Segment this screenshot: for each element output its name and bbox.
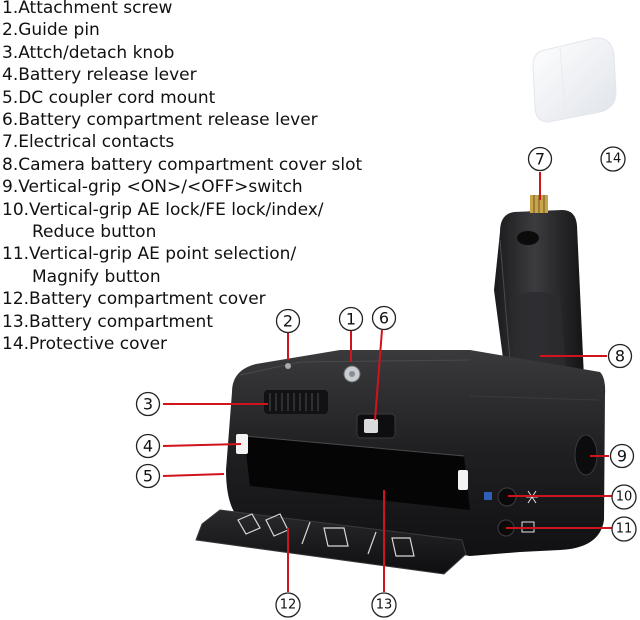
callout-14: 14 <box>600 146 626 172</box>
legend-item-13: 13.Battery compartment <box>2 311 213 332</box>
callout-11: 11 <box>611 516 637 542</box>
callout-label: 11 <box>616 522 633 537</box>
legend-item-5: 5.DC coupler cord mount <box>2 87 216 108</box>
legend-item-6: 6.Battery compartment release lever <box>2 110 318 131</box>
callout-13: 13 <box>371 592 397 618</box>
callout-3: 3 <box>135 391 161 417</box>
legend-item-7: 7.Electrical contacts <box>2 132 175 153</box>
battery-compartment <box>236 434 470 510</box>
callout-10: 10 <box>611 484 637 510</box>
callout-label: 10 <box>616 490 633 505</box>
battery-release-lever <box>236 434 248 454</box>
callout-6: 6 <box>371 305 397 331</box>
protective-cover <box>532 37 617 123</box>
legend-item-9: 9.Vertical-grip <ON>/<OFF>switch <box>2 177 303 198</box>
legend-item-2: 2.Guide pin <box>2 20 100 41</box>
legend-item-14: 14.Protective cover <box>2 334 168 355</box>
callout-label: 13 <box>376 598 393 613</box>
callout-label: 2 <box>283 312 293 331</box>
callout-4: 4 <box>135 433 161 459</box>
callout-label: 12 <box>280 598 297 613</box>
callout-9: 9 <box>609 443 635 469</box>
callout-label: 7 <box>535 150 545 169</box>
legend-item-12: 12.Battery compartment cover <box>2 289 266 310</box>
callout-5: 5 <box>135 463 161 489</box>
callout-label: 14 <box>605 152 622 167</box>
callout-1: 1 <box>338 306 364 332</box>
legend-item-10: 10.Vertical-grip AE lock/FE lock/index/R… <box>2 199 324 243</box>
callout-label: 8 <box>615 347 625 366</box>
parts-legend: 1.Attachment screw 2.Guide pin 3.Attch/d… <box>2 0 362 356</box>
callout-label: 3 <box>143 395 153 414</box>
callout-label: 6 <box>379 309 389 328</box>
electrical-contacts <box>530 195 548 213</box>
callout-7: 7 <box>527 146 553 172</box>
callout-2: 2 <box>275 308 301 334</box>
callout-label: 5 <box>143 467 153 486</box>
callout-12: 12 <box>275 592 301 618</box>
legend-item-11: 11.Vertical-grip AE point selection/Magn… <box>2 244 297 287</box>
callout-label: 1 <box>346 310 356 329</box>
legend-item-3: 3.Attch/detach knob <box>2 42 175 63</box>
callout-label: 4 <box>143 437 153 456</box>
callout-label: 9 <box>617 447 627 466</box>
battery-compartment-cover <box>195 509 467 575</box>
leader-lines <box>162 172 612 592</box>
legend-item-1: 1.Attachment screw <box>2 0 173 18</box>
legend-item-8: 8.Camera battery compartment cover slot <box>2 154 363 175</box>
legend-item-4: 4.Battery release lever <box>2 65 197 86</box>
callout-8: 8 <box>607 343 633 369</box>
